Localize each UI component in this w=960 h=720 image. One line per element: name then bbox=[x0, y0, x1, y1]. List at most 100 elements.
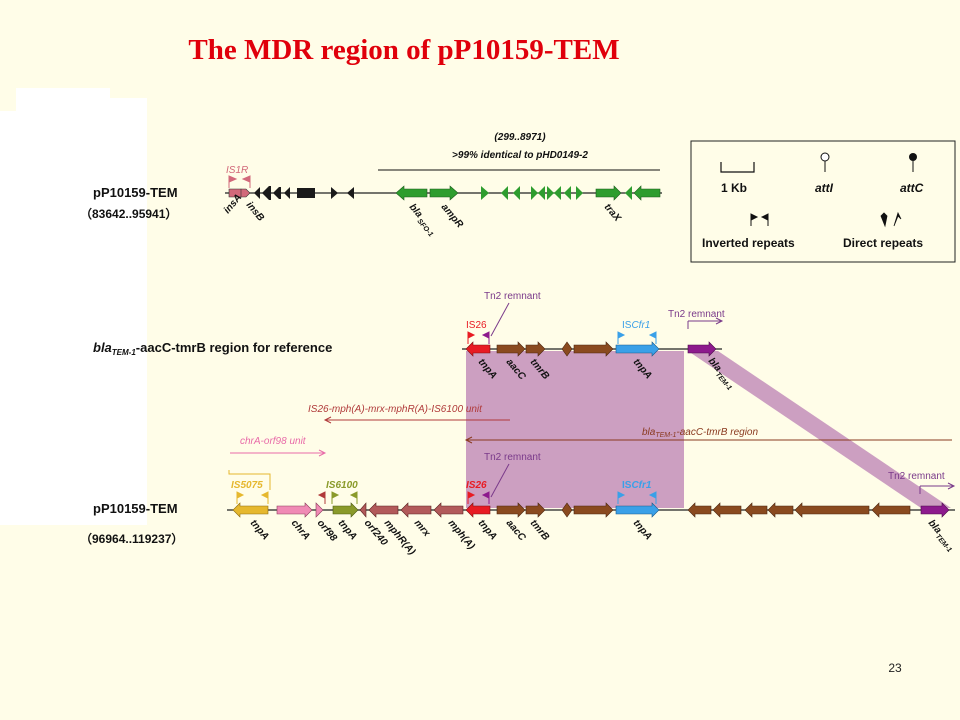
top-gene-label-blasfo: bla SFO-1 bbox=[407, 202, 434, 238]
figure-white-panel bbox=[0, 88, 147, 525]
bottom-is26-label: IS26 bbox=[466, 480, 487, 491]
reference-brown-gene-3 bbox=[561, 341, 573, 357]
legend-box: 1 Kb attI attC Inverted repeats Direct r… bbox=[690, 140, 956, 263]
bottom-mphA-gene bbox=[433, 502, 464, 518]
bottom-is6100-tnpA-gene bbox=[332, 502, 359, 518]
reference-blaTEM-gene bbox=[687, 341, 717, 357]
bottom-is6100-label: IS6100 bbox=[326, 480, 358, 491]
bottom-tn2-left-pointer bbox=[490, 463, 510, 498]
bottom-plasmid-name: pP10159-TEM bbox=[93, 501, 178, 516]
top-black-gene-3 bbox=[273, 187, 281, 199]
top-black-gene-7 bbox=[347, 187, 354, 199]
reference-aacC-gene bbox=[496, 341, 526, 357]
top-coords-note: (299..8971) bbox=[494, 132, 546, 143]
bottom-orf-unit-arrowhead-icon bbox=[318, 449, 327, 457]
reference-iscfr1-italic: Cfr1 bbox=[631, 320, 650, 331]
bottom-label-mphA: mph(A) bbox=[446, 518, 477, 552]
legend-attc-label: attC bbox=[900, 181, 924, 195]
bottom-bla-region-sub: TEM-1 bbox=[655, 432, 676, 439]
reference-title-sub: TEM-1 bbox=[112, 348, 137, 357]
direct-repeat-right-icon bbox=[893, 211, 902, 227]
bottom-is26-unit-label: IS26-mph(A)-mrx-mphR(A)-IS6100 unit bbox=[308, 404, 483, 415]
bottom-tn2-right-label: Tn2 remnant bbox=[888, 471, 945, 482]
reference-is26-ir-icon bbox=[467, 331, 476, 344]
scale-bar-icon bbox=[720, 162, 755, 173]
bottom-label-tnpA-1: tnpA bbox=[248, 518, 271, 543]
bottom-chrA-gene bbox=[276, 502, 313, 518]
figure-panel-notch-right bbox=[110, 88, 147, 98]
bottom-brown-gene-5 bbox=[687, 502, 712, 518]
bottom-brown-gene-8 bbox=[767, 502, 794, 518]
homology-shade-bla bbox=[688, 351, 951, 508]
bottom-label-bla: bla bbox=[926, 518, 944, 536]
bottom-mrx-gene bbox=[400, 502, 432, 518]
bottom-iscfr1-prefix: IS bbox=[622, 480, 632, 491]
bottom-label-orf98: orf98 bbox=[315, 518, 339, 544]
bottom-bla-region-bla: bla bbox=[642, 427, 656, 438]
reference-iscfr1-left-ir-icon bbox=[617, 331, 626, 344]
reference-tmrB-gene bbox=[525, 341, 546, 357]
bottom-brown-gene-4 bbox=[573, 502, 614, 518]
slide-title: The MDR region of pP10159-TEM bbox=[188, 34, 620, 66]
top-black-gene-4 bbox=[284, 187, 290, 199]
top-black-gene-5 bbox=[297, 188, 315, 198]
top-ampR-gene bbox=[429, 185, 459, 201]
top-black-gene-6 bbox=[331, 187, 338, 199]
reference-tn2-left-ir-icon bbox=[481, 331, 490, 344]
bottom-plasmid-range: （96964..119237） bbox=[80, 531, 183, 546]
is6100-right-ir-icon bbox=[349, 491, 358, 504]
is1r-right-ir-icon bbox=[241, 175, 251, 188]
top-insB-gene bbox=[240, 188, 251, 198]
bottom-label-blatem: bla TEM-1 bbox=[926, 518, 953, 554]
bottom-iscfr1-label: ISCfr1 bbox=[622, 480, 652, 491]
reference-tn2-right-arrow-icon bbox=[687, 317, 724, 329]
top-is1r-label: IS1R bbox=[226, 165, 248, 176]
bottom-brown-gene-10 bbox=[871, 502, 911, 518]
atti-icon bbox=[820, 152, 830, 162]
inverted-repeat-right-icon bbox=[760, 213, 769, 226]
bottom-brown-gene-7 bbox=[744, 502, 768, 518]
reference-tn2-right-label: Tn2 remnant bbox=[668, 309, 725, 320]
top-green-gene-10 bbox=[564, 186, 571, 200]
is5075-left-ir-icon bbox=[236, 491, 245, 504]
page-number: 23 bbox=[888, 661, 902, 675]
reference-brown-gene-4 bbox=[573, 341, 614, 357]
legend-frame bbox=[690, 140, 956, 263]
bottom-brown-gene-3 bbox=[561, 502, 573, 518]
top-green-gene-13 bbox=[625, 186, 632, 200]
is6100-left-ir-icon bbox=[331, 491, 340, 504]
top-green-gene-6 bbox=[531, 186, 538, 200]
top-green-gene-3 bbox=[481, 186, 489, 200]
reference-iscfr1-tnpA-gene bbox=[615, 341, 660, 357]
homology-shade-main bbox=[466, 351, 684, 508]
reference-iscfr1-label: ISCfr1 bbox=[622, 320, 650, 331]
top-gene-label-bla: bla bbox=[407, 202, 425, 220]
is5075-bracket bbox=[228, 470, 271, 490]
top-green-gene-14 bbox=[633, 185, 661, 201]
bottom-iscfr1-tnpA-gene bbox=[615, 502, 660, 518]
bottom-blaTEM-gene bbox=[920, 502, 950, 518]
top-traX-gene bbox=[595, 185, 622, 201]
top-panel: pP10159-TEM （83642..95941） (299..8971) >… bbox=[80, 132, 662, 238]
is5075-right-ir-icon bbox=[260, 491, 269, 504]
bottom-bla-region-rest: -aacC-tmrB region bbox=[676, 427, 758, 438]
bottom-orf-unit-label: chrA-orf98 unit bbox=[240, 436, 307, 447]
bottom-label-tnpA-4: tnpA bbox=[631, 518, 654, 543]
bottom-orf98-ir-icon bbox=[317, 491, 326, 504]
bottom-tn2-right-arrow-icon bbox=[919, 482, 956, 494]
bottom-is5075-label: IS5075 bbox=[231, 480, 263, 491]
legend-direct-repeats: Direct repeats bbox=[843, 236, 923, 250]
bottom-brown-gene-9 bbox=[794, 502, 870, 518]
bottom-label-aacC: aacC bbox=[504, 518, 528, 544]
bottom-tn2-left-ir-icon bbox=[481, 491, 490, 504]
bottom-orf240-gene bbox=[359, 502, 367, 518]
bottom-label-tem1: TEM-1 bbox=[934, 533, 953, 554]
top-identity-note: >99% identical to pHD0149-2 bbox=[452, 150, 588, 161]
bottom-label-mrx: mrx bbox=[412, 518, 433, 539]
top-gene-label-sfo: SFO-1 bbox=[415, 218, 434, 238]
top-plasmid-name: pP10159-TEM bbox=[93, 185, 178, 200]
bottom-orf98-gene bbox=[315, 502, 324, 518]
reference-iscfr1-right-ir-icon bbox=[648, 331, 657, 344]
bottom-iscfr1-right-ir-icon bbox=[648, 491, 657, 504]
